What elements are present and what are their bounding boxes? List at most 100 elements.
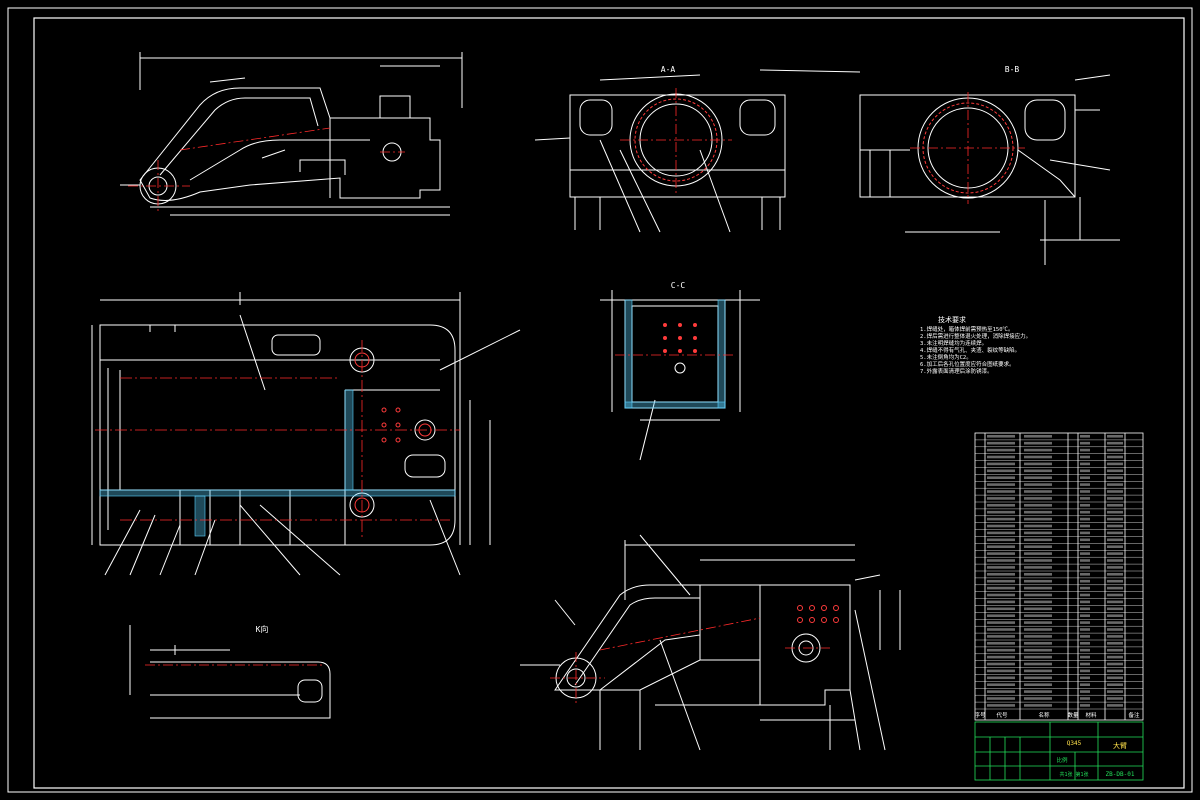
bom-cell-mark <box>987 552 1015 555</box>
bom-cell-mark <box>987 600 1015 604</box>
bom-cell-mark <box>1080 497 1090 500</box>
bom-cell-mark <box>1080 531 1090 535</box>
bom-cell-mark <box>1107 642 1123 645</box>
bom-cell-mark <box>1107 621 1123 624</box>
bom-cell-mark <box>1107 531 1123 535</box>
note-line: 6.加工后各孔位置度应符合图纸要求。 <box>920 360 1015 368</box>
bom-cell-mark <box>987 455 1015 459</box>
bom-cell-mark <box>987 524 1015 528</box>
bom-cell-mark <box>1024 593 1052 597</box>
bom-cell-mark <box>1080 614 1090 617</box>
bom-cell-mark <box>1080 573 1090 576</box>
bom-cell-mark <box>987 545 1015 548</box>
bom-cell-mark <box>1024 448 1052 452</box>
bom-cell-mark <box>1107 559 1123 562</box>
bom-cell-mark <box>1107 683 1123 686</box>
bom-cell-mark <box>1080 579 1090 583</box>
section-label-a-a: A-A <box>661 65 676 74</box>
bom-cell-mark <box>1107 593 1123 597</box>
bom-cell-mark <box>1107 628 1123 631</box>
bom-cell-mark <box>1024 697 1052 700</box>
main-plan-centerlines <box>95 340 460 540</box>
bom-cell-mark <box>1080 448 1090 452</box>
bom-cell-mark <box>1107 614 1123 617</box>
bom-cell-mark <box>1024 435 1052 438</box>
bom-cell-mark <box>1080 490 1090 493</box>
title-block-part-name: 大臂 <box>1113 741 1127 750</box>
title-block-sheet-info: 共1张 第1张 <box>1059 771 1088 778</box>
bom-cell-mark <box>1080 552 1090 555</box>
bom-cell-mark <box>987 621 1015 624</box>
bom-cell-mark <box>987 566 1015 569</box>
bom-cell-mark <box>1024 524 1052 528</box>
bom-cell-mark <box>1024 469 1052 473</box>
bom-cell-mark <box>1024 497 1052 500</box>
bom-cell-mark <box>1080 517 1090 521</box>
side-section-centerlines <box>910 92 1025 204</box>
bom-cell-mark <box>1080 545 1090 548</box>
bom-cell-mark <box>1024 676 1052 680</box>
bom-cell-mark <box>1080 462 1090 466</box>
bom-cell-mark <box>1024 600 1052 604</box>
main-plan-hatch <box>99 389 456 537</box>
bom-cell-mark <box>1080 676 1090 680</box>
bom-cell-mark <box>987 690 1015 693</box>
bom-cell-mark <box>987 469 1015 473</box>
section-label-k: K向 <box>256 624 269 634</box>
bom-cell-mark <box>1107 476 1123 479</box>
bom-cell-mark <box>987 704 1015 707</box>
bom-row-marks <box>987 435 1123 707</box>
bom-cell-mark <box>987 510 1015 514</box>
bom-cell-mark <box>1080 690 1090 693</box>
view-k-direction <box>129 625 331 719</box>
bom-cell-mark <box>1080 566 1090 569</box>
bom-cell-mark <box>1080 648 1090 652</box>
bom-cell-mark <box>1107 690 1123 693</box>
bottom-elevation-centerlines <box>550 617 830 705</box>
bom-cell-mark <box>1024 455 1052 459</box>
bom-cell-mark <box>1107 504 1123 507</box>
bom-cell-mark <box>1080 662 1090 666</box>
bom-cell-mark <box>1024 462 1052 466</box>
bill-of-materials <box>974 432 1144 721</box>
notes-title: 技术要求 <box>938 315 966 324</box>
bom-cell-mark <box>1080 441 1090 445</box>
bom-cell-mark <box>1024 579 1052 583</box>
bom-cell-mark <box>987 559 1015 562</box>
bom-cell-mark <box>1024 621 1052 624</box>
bom-cell-mark <box>1107 607 1123 611</box>
bom-cell-mark <box>1080 642 1090 645</box>
note-line: 3.未注明焊缝均为连续焊。 <box>920 339 987 347</box>
bom-cell-mark <box>1107 510 1123 514</box>
bom-cell-mark <box>987 504 1015 507</box>
bom-cell-mark <box>987 531 1015 535</box>
bom-cell-mark <box>1024 476 1052 479</box>
bom-cell-mark <box>1080 683 1090 686</box>
bom-cell-mark <box>1024 490 1052 493</box>
bom-cell-mark <box>1024 483 1052 486</box>
bom-cell-mark <box>1080 628 1090 631</box>
bom-cell-mark <box>1024 510 1052 514</box>
bom-cell-mark <box>1024 628 1052 631</box>
bom-cell-mark <box>1024 655 1052 659</box>
bom-cell-mark <box>1080 510 1090 514</box>
bom-cell-mark <box>1024 642 1052 645</box>
bom-cell-mark <box>987 579 1015 583</box>
bom-cell-mark <box>1024 504 1052 507</box>
bom-cell-mark <box>1024 662 1052 666</box>
bom-cell-mark <box>987 683 1015 686</box>
bom-cell-mark <box>987 441 1015 445</box>
bom-cell-mark <box>1080 697 1090 700</box>
bom-cell-mark <box>1024 545 1052 548</box>
bom-cell-mark <box>987 483 1015 486</box>
bom-cell-mark <box>1107 469 1123 473</box>
bom-cell-mark <box>1080 669 1090 673</box>
bom-cell-mark <box>987 538 1015 542</box>
bom-cell-mark <box>1080 504 1090 507</box>
view-side-elevation-centerlines <box>128 127 405 212</box>
bom-cell-mark <box>987 614 1015 617</box>
bom-cell-mark <box>987 676 1015 680</box>
bom-cell-mark <box>1107 669 1123 673</box>
title-block-drawing-no: ZB-DB-01 <box>1106 771 1135 778</box>
bom-cell-mark <box>987 642 1015 645</box>
